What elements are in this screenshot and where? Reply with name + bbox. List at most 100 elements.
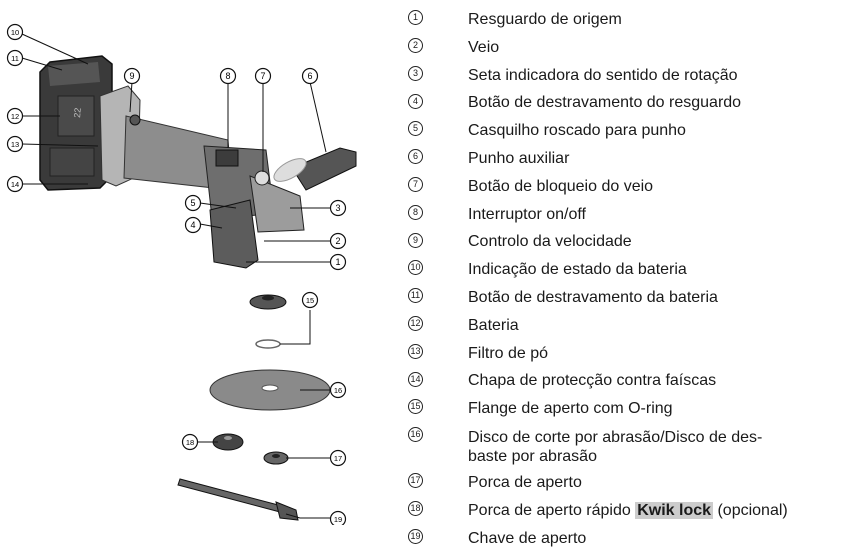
- legend-item: 13 Filtro de pó: [408, 340, 844, 368]
- legend-item: 18 Porca de aperto rápido Kwik lock (opci…: [408, 497, 844, 525]
- legend-item: 14 Chapa de protecção contra faíscas: [408, 367, 844, 395]
- legend-number: 7: [408, 173, 468, 201]
- callout-8: 8: [219, 67, 237, 85]
- callout-3: 3: [329, 199, 347, 217]
- callout-number: 1: [335, 257, 340, 267]
- callout-number: 13: [11, 140, 19, 149]
- legend-text: Bateria: [468, 316, 519, 334]
- tool-illustration: 22: [6, 23, 357, 525]
- legend-number-circle: 11: [408, 288, 423, 304]
- legend-number-circle: 13: [408, 343, 423, 359]
- callout-number: 19: [334, 515, 342, 524]
- leader-lines: [21, 33, 330, 519]
- legend-text: Resguardo de origem: [468, 11, 622, 28]
- legend-number: 11: [408, 284, 468, 312]
- legend-number-circle: 9: [408, 232, 423, 248]
- legend-number: 3: [408, 62, 468, 90]
- legend-text: Botão de destravamento da bateria: [468, 288, 718, 306]
- legend-number: 6: [408, 145, 468, 173]
- legend-text: Seta indicadora do sentido de rotação: [468, 66, 738, 84]
- callout-number: 3: [335, 203, 340, 213]
- callout-number: 11: [11, 54, 19, 63]
- legend-number-circle: 19: [408, 528, 423, 544]
- callout-14: 14: [6, 175, 24, 193]
- clamping-flange: [249, 294, 287, 349]
- legend-text: Chave de aperto: [468, 529, 587, 547]
- legend-number-circle: 10: [408, 260, 423, 276]
- legend-number-circle: 16: [408, 427, 423, 443]
- callout-5: 5: [184, 194, 202, 212]
- legend-number-circle: 8: [408, 204, 423, 220]
- legend-number-circle: 15: [408, 399, 423, 415]
- callout-number: 12: [11, 112, 19, 121]
- callout-15: 15: [301, 291, 319, 309]
- legend-item: 19 Chave de aperto: [408, 525, 844, 552]
- legend-number: 8: [408, 201, 468, 229]
- legend-text: Botão de bloqueio do veio: [468, 177, 654, 195]
- legend-text: Veio: [468, 38, 500, 56]
- legend-text: Interruptor on/off: [468, 205, 586, 223]
- battery-pack: 22: [39, 55, 113, 191]
- legend-number: 19: [408, 525, 468, 552]
- callout-number: 5: [190, 198, 195, 208]
- callout-1: 1: [329, 253, 347, 271]
- callout-10: 10: [6, 23, 24, 41]
- callout-12: 12: [6, 107, 24, 125]
- callout-19: 19: [329, 510, 347, 525]
- callout-number: 18: [186, 438, 194, 447]
- callout-7: 7: [254, 67, 272, 85]
- callout-number: 7: [260, 71, 265, 81]
- legend-number: 13: [408, 340, 468, 368]
- callout-number: 17: [334, 454, 342, 463]
- legend-number-circle: 5: [408, 121, 423, 137]
- legend-text: Porca de aperto rápido Kwik lock (opcion…: [468, 497, 844, 525]
- legend-item: 4 Botão de destravamento do resguardo: [408, 89, 844, 117]
- legend-number-circle: 4: [408, 93, 423, 109]
- legend-item: 5 Casquilho roscado para punho: [408, 117, 844, 145]
- callout-number: 2: [335, 236, 340, 246]
- legend-number: 9: [408, 228, 468, 256]
- callout-4: 4: [184, 216, 202, 234]
- callout-17: 17: [329, 449, 347, 467]
- callout-2: 2: [329, 232, 347, 250]
- legend-number-circle: 14: [408, 371, 423, 387]
- legend-item: 11 Botão de destravamento da bateria: [408, 284, 844, 312]
- legend-text: Controlo da velocidade: [468, 233, 632, 251]
- legend-number: 18: [408, 497, 468, 525]
- legend-number: 10: [408, 256, 468, 284]
- legend-highlight: Kwik lock: [635, 501, 714, 519]
- legend-item: 9 Controlo da velocidade: [408, 228, 844, 256]
- legend-text: Disco de corte por abrasão/Disco de des-…: [468, 428, 763, 465]
- callout-number: 10: [11, 28, 19, 37]
- legend-number: 4: [408, 89, 468, 117]
- legend-number-circle: 17: [408, 473, 423, 489]
- legend-text-before: Porca de aperto rápido: [468, 501, 636, 519]
- callout-number: 14: [11, 180, 19, 189]
- legend-item: 8 Interruptor on/off: [408, 201, 844, 229]
- auxiliary-handle: [273, 147, 357, 191]
- callout-9: 9: [123, 67, 141, 85]
- callout-18: 18: [181, 433, 199, 451]
- callout-number: 6: [307, 71, 312, 81]
- legend-number: 17: [408, 469, 468, 497]
- legend-number-circle: 18: [408, 501, 423, 517]
- legend-number: 15: [408, 395, 468, 423]
- legend-number: 12: [408, 312, 468, 340]
- legend-number-circle: 6: [408, 149, 423, 165]
- callout-number: 16: [334, 386, 342, 395]
- legend-text: Filtro de pó: [468, 344, 549, 362]
- spanner-wrench: [177, 478, 299, 521]
- legend-number: 16: [408, 423, 468, 451]
- callout-number: 15: [306, 296, 314, 305]
- legend-text: Botão de destravamento do resguardo: [468, 94, 742, 112]
- legend-text: Indicação de estado da bateria: [468, 261, 687, 279]
- battery-label: 22: [72, 107, 83, 118]
- legend-text: Chapa de protecção contra faíscas: [468, 372, 717, 390]
- legend-text: Casquilho roscado para punho: [468, 122, 686, 140]
